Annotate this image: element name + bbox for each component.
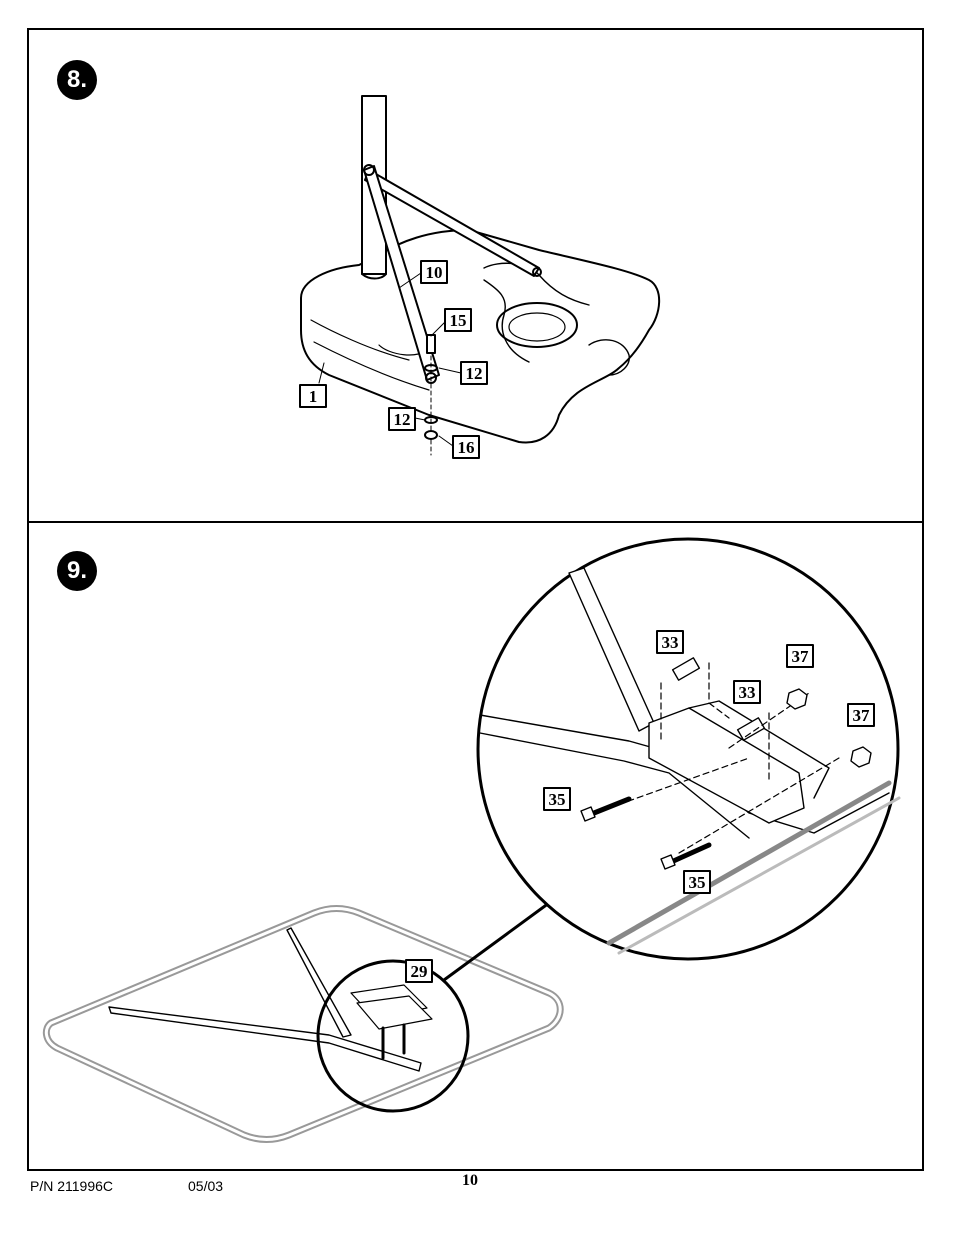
callout-10: 10 [426, 263, 443, 282]
step-8-illustration: 10 15 12 1 12 16 [299, 95, 661, 459]
callout-35: 35 [689, 873, 706, 892]
callout-12: 12 [466, 364, 483, 383]
callout-16: 16 [458, 438, 475, 457]
callout-37: 37 [853, 706, 871, 725]
revision-date: 05/03 [188, 1178, 224, 1194]
page-number: 10 [462, 1172, 478, 1189]
callout-35: 35 [549, 790, 566, 809]
step-9-panel: 9. [27, 521, 924, 1171]
callout-37: 37 [792, 647, 810, 666]
step-8-panel: 8. [27, 28, 924, 523]
step-9-illustration: 33 33 37 37 35 35 29 [42, 537, 901, 1143]
callout-1: 1 [309, 387, 318, 406]
callout-29: 29 [411, 962, 428, 981]
callout-12: 12 [394, 410, 411, 429]
part-number: P/N 211996C [30, 1178, 114, 1194]
step-9-badge: 9. [57, 551, 97, 591]
callout-33: 33 [662, 633, 679, 652]
callout-33: 33 [739, 683, 756, 702]
callout-15: 15 [450, 311, 467, 330]
step-8-badge: 8. [57, 60, 97, 100]
